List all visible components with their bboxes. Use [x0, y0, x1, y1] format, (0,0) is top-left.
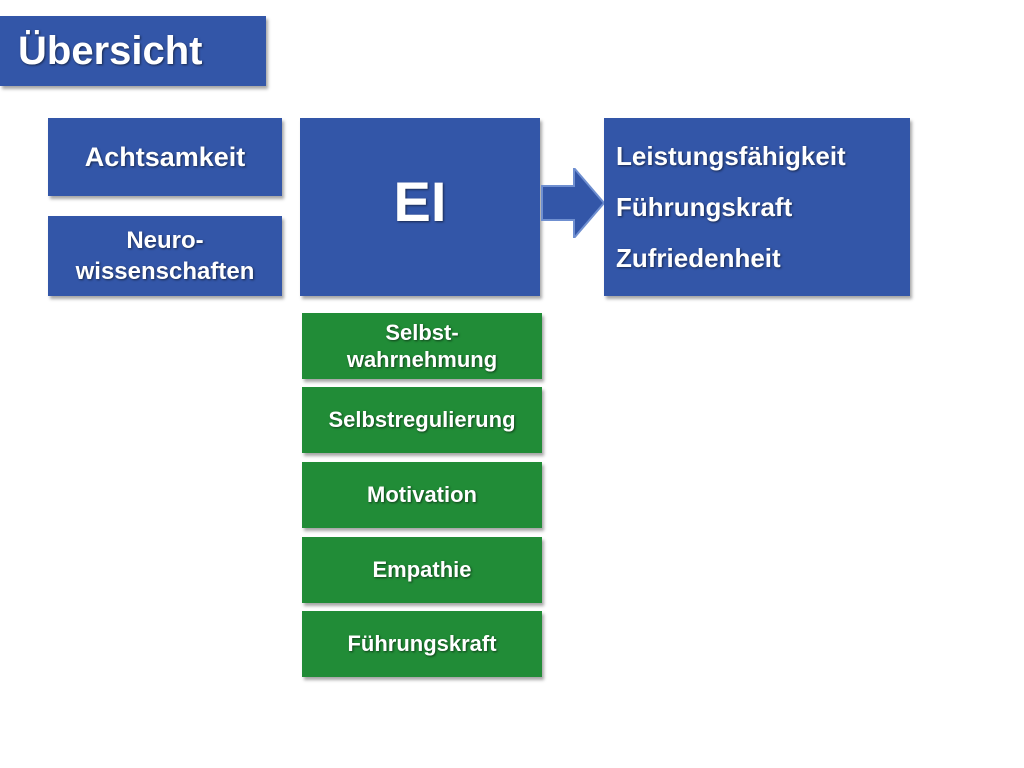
ei-component-selbstregulierung: Selbstregulierung	[302, 387, 542, 453]
ei-box-label: EI	[393, 169, 447, 233]
input-box-neurowissenschaften: Neuro- wissenschaften	[48, 216, 282, 296]
input-box-achtsamkeit: Achtsamkeit	[48, 118, 282, 196]
slide-title-text: Übersicht	[18, 28, 203, 73]
input-box-achtsamkeit-label: Achtsamkeit	[84, 141, 246, 172]
arrow-right-shape	[541, 168, 606, 238]
ei-component-selbstwahrnehmung: Selbst- wahrnehmung	[302, 313, 542, 379]
ei-component-label: Empathie	[372, 557, 472, 583]
ei-component-motivation: Motivation	[302, 462, 542, 528]
ei-component-label: Führungskraft	[347, 631, 497, 657]
ei-component-label: Selbstregulierung	[328, 407, 516, 433]
outcome-item: Zufriedenheit	[616, 242, 781, 273]
ei-component-empathie: Empathie	[302, 537, 542, 603]
ei-box: EI	[300, 118, 540, 296]
ei-component-label-line2: wahrnehmung	[346, 347, 498, 372]
input-box-neuro-line2: wissenschaften	[75, 258, 255, 285]
input-box-neuro-line1: Neuro-	[126, 226, 204, 254]
outcome-item: Leistungsfähigkeit	[616, 140, 846, 171]
slide-title: Übersicht	[0, 16, 266, 86]
outcome-item: Führungskraft	[616, 191, 793, 222]
outcomes-box: Leistungsfähigkeit Führungskraft Zufried…	[604, 118, 910, 296]
arrow-right-icon	[541, 168, 606, 238]
ei-component-fuehrungskraft: Führungskraft	[302, 611, 542, 677]
ei-component-label: Motivation	[367, 482, 477, 508]
ei-component-label-line1: Selbst-	[385, 319, 459, 345]
